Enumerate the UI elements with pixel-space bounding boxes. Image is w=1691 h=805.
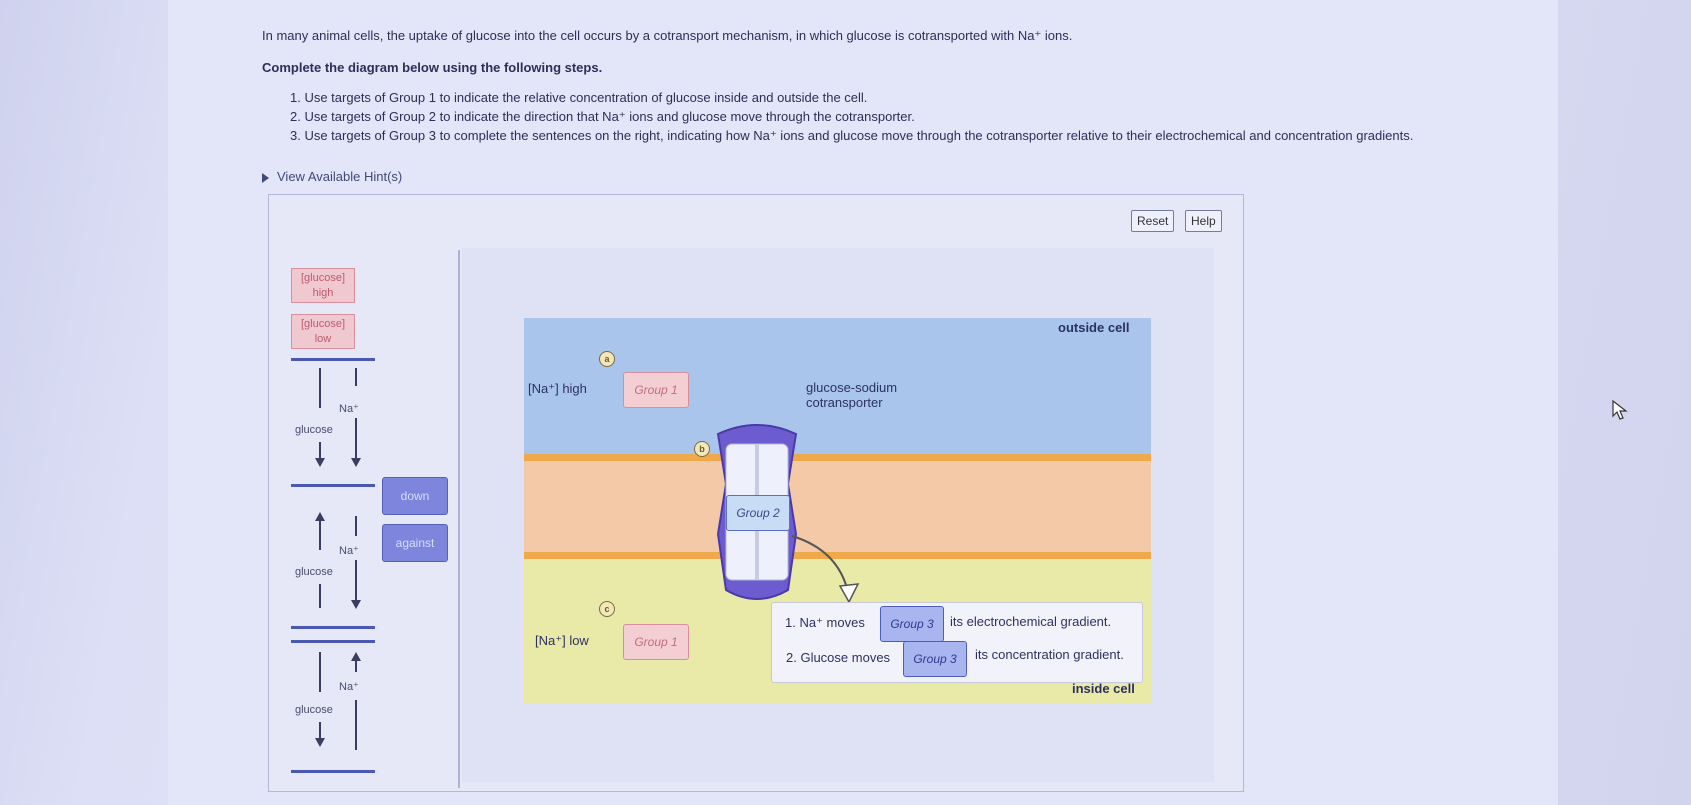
na-label: Na⁺ [339,403,359,415]
option-against[interactable]: against [382,524,448,562]
glucose-label: glucose [295,566,333,578]
steps-list: 1. Use targets of Group 1 to indicate th… [290,90,1413,147]
view-hints-toggle[interactable]: View Available Hint(s) [262,169,402,184]
na-line-lower [355,700,357,750]
na-low-label: [Na⁺] low [535,633,589,648]
arrow-option-bottom-bar [291,626,375,629]
sentence1-end: its electrochemical gradient. [950,614,1112,629]
na-high-label: [Na⁺] high [528,381,587,396]
cell-cross-section [524,318,1151,704]
instructions-heading: Complete the diagram below using the fol… [262,60,603,75]
option-arrows-na-up-glucose-down[interactable]: Na⁺ glucose [291,640,375,773]
na-line-upper [355,660,357,672]
glucose-line [319,520,321,550]
step-1: 1. Use targets of Group 1 to indicate th… [290,90,868,105]
reset-button[interactable]: Reset [1131,210,1175,232]
marker-c: c [599,601,615,617]
glucose-line [319,652,321,692]
option-glucose-low[interactable]: [glucose] low [291,314,355,349]
group3-target-sentence1[interactable]: Group 3 [880,606,944,642]
arrow-up-icon [315,512,325,521]
na-line-lower [355,560,357,600]
step-3: 3. Use targets of Group 3 to complete th… [290,128,1414,143]
glucose-line-lower [319,442,321,458]
view-hints-label: View Available Hint(s) [277,169,403,184]
na-line-upper [355,516,357,536]
expand-triangle-icon [262,172,269,183]
na-label: Na⁺ [339,681,359,693]
glucose-line-lower [319,722,321,738]
na-line-lower [355,418,357,458]
mouse-cursor-icon [1612,400,1628,420]
glucose-line-lower [319,584,321,608]
arrow-option-bottom-bar [291,484,375,487]
outside-cell-label: outside cell [1058,320,1130,335]
na-line-upper [355,368,357,386]
option-down[interactable]: down [382,477,448,515]
intro-text: In many animal cells, the uptake of gluc… [262,28,1073,43]
sentence1-start: 1. Na⁺ moves [785,615,865,630]
sentence2-start: 2. Glucose moves [786,650,891,665]
arrow-down-icon [351,458,361,467]
cotransporter-label: glucose-sodium cotransporter [806,380,898,410]
marker-b: b [694,441,710,457]
glucose-label: glucose [295,704,333,716]
marker-a: a [599,351,615,367]
sentence2-end: its concentration gradient. [975,647,1124,662]
glucose-label: glucose [295,424,333,436]
arrow-down-icon [315,458,325,467]
answer-bank [276,250,460,788]
help-button[interactable]: Help [1185,210,1222,232]
option-arrows-both-down[interactable]: Na⁺ glucose [291,358,375,487]
pointer-arrow-icon [791,535,860,604]
arrow-up-icon [351,652,361,661]
arrow-option-bottom-bar [291,770,375,773]
arrow-option-top-bar [291,358,375,361]
option-glucose-high[interactable]: [glucose] high [291,268,355,303]
plasma-membrane [524,454,1151,559]
option-arrows-glucose-up-na-down[interactable]: Na⁺ glucose [291,500,375,629]
arrow-option-top-bar [291,640,375,643]
glucose-line [319,368,321,408]
na-label: Na⁺ [339,545,359,557]
group2-target[interactable]: Group 2 [726,495,790,531]
group1-target-bottom[interactable]: Group 1 [623,624,689,660]
group3-target-sentence2[interactable]: Group 3 [903,641,967,677]
inside-cell-label: inside cell [1072,681,1135,696]
group1-target-top[interactable]: Group 1 [623,372,689,408]
arrow-down-icon [315,738,325,747]
step-2: 2. Use targets of Group 2 to indicate th… [290,109,915,124]
arrow-down-icon [351,600,361,609]
